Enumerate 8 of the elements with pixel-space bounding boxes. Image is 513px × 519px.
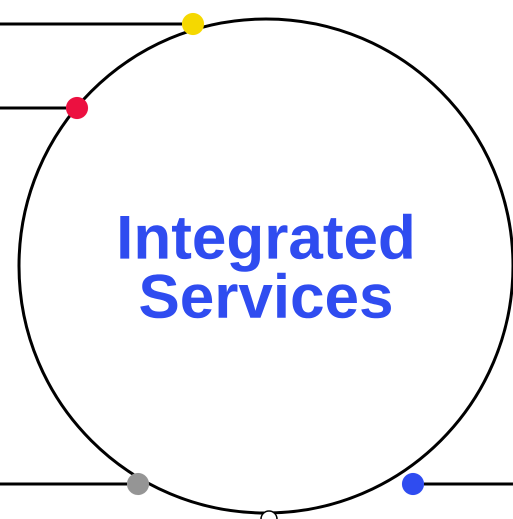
connector-line: [0, 22, 182, 26]
port-circle: [260, 510, 278, 519]
connection-dot: [402, 472, 424, 496]
connection-dot: [182, 12, 204, 36]
connector-line: [0, 106, 66, 110]
connector-line: [0, 482, 127, 486]
connector-line: [424, 482, 513, 486]
connection-dot: [126, 472, 150, 496]
